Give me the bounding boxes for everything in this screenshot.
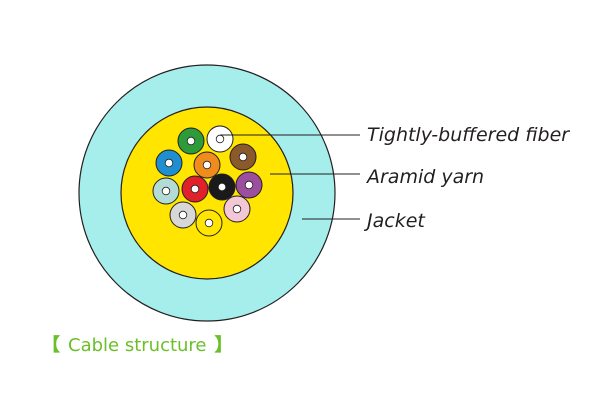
fiber-core bbox=[202, 160, 212, 170]
fiber-rose bbox=[223, 195, 251, 223]
fiber-blue bbox=[155, 149, 183, 177]
fiber-grey bbox=[169, 201, 197, 229]
fiber-green bbox=[177, 127, 205, 155]
caption-close-bracket: 】 bbox=[214, 335, 233, 356]
fiber-red bbox=[181, 175, 209, 203]
fiber-core bbox=[164, 158, 174, 168]
leader-lines bbox=[220, 134, 360, 220]
label-aramid-yarn: Aramid yarn bbox=[367, 166, 485, 188]
label-jacket: Jacket bbox=[367, 210, 425, 232]
fiber-core bbox=[232, 204, 242, 214]
fiber-orange bbox=[193, 151, 221, 179]
fiber-white bbox=[206, 125, 234, 153]
diagram-caption: 【 Cable structure 】 bbox=[42, 337, 233, 355]
fiber-slate bbox=[152, 177, 180, 205]
fiber-bundle bbox=[152, 125, 263, 237]
fiber-core bbox=[186, 136, 196, 146]
fiber-core bbox=[238, 152, 248, 162]
fiber-core bbox=[244, 180, 254, 190]
fiber-black bbox=[208, 173, 236, 201]
fiber-core bbox=[204, 218, 214, 228]
caption-text: Cable structure bbox=[68, 335, 207, 356]
fiber-core bbox=[178, 210, 188, 220]
fiber-core bbox=[190, 184, 200, 194]
fiber-core bbox=[217, 182, 227, 192]
caption-open-bracket: 【 bbox=[42, 335, 60, 356]
fiber-violet bbox=[235, 171, 263, 199]
fiber-core bbox=[161, 186, 171, 196]
fiber-core bbox=[215, 134, 225, 144]
label-tightly-buffered-fiber: Tightly-buffered fiber bbox=[367, 124, 570, 146]
fiber-brown bbox=[229, 143, 257, 171]
fiber-yellow bbox=[195, 209, 223, 237]
